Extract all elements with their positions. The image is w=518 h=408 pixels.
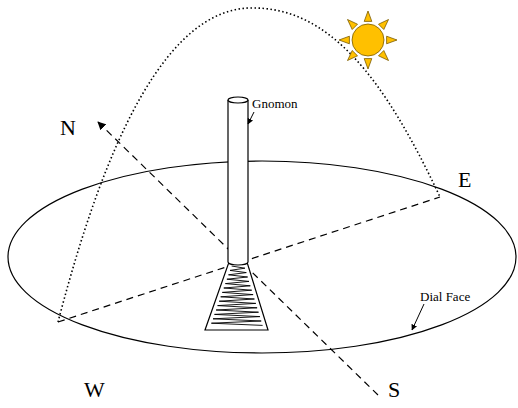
part-label: Gnomon (252, 97, 298, 111)
sun-ray (339, 36, 349, 44)
shadow-hatching (211, 266, 262, 325)
sun-ray (379, 20, 389, 30)
compass-label: S (388, 378, 400, 402)
sun (339, 11, 397, 69)
dial-face-leader (412, 304, 424, 330)
compass-label: E (458, 168, 471, 192)
sun-ray (379, 51, 389, 61)
sun-ray (387, 36, 397, 44)
sun-ray (364, 59, 372, 69)
sun-ray (348, 51, 358, 61)
gnomon (228, 97, 248, 265)
gnomon-leader (248, 112, 254, 124)
sun-ray (348, 20, 358, 30)
dial-face (8, 161, 516, 353)
hatch-stroke (211, 266, 262, 325)
compass-label: W (84, 378, 105, 402)
shadow (205, 262, 268, 330)
sun-ray (364, 11, 372, 21)
compass-label: N (60, 116, 76, 140)
part-label: Dial Face (420, 290, 470, 304)
sun-disc (352, 24, 384, 56)
